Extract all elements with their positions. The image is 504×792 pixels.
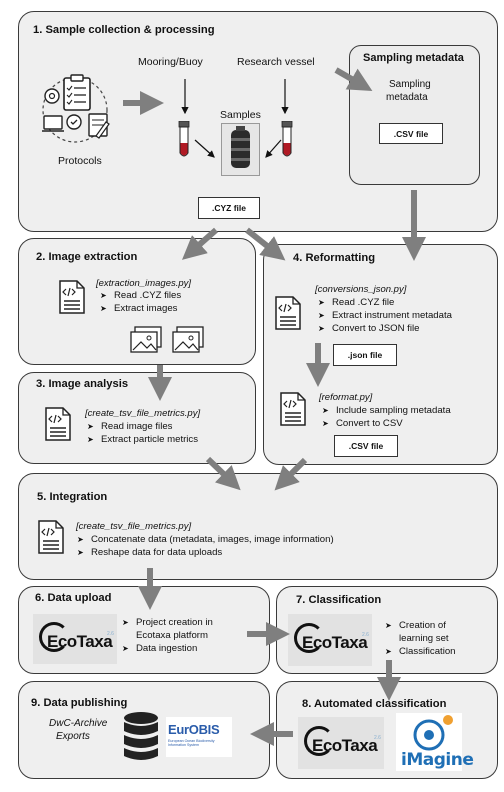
json-file-box: .json file [333,344,397,366]
flow-cytometer-icon [221,123,260,176]
sampling-metadata-text-1: Sampling [389,79,431,90]
analysis-bullet-2: ➤Extract particle metrics [87,434,199,445]
reformat-bullet-2: ➤Extract instrument metadata [318,310,452,321]
reformat-script-2-name: [reformat.py] [319,392,373,403]
code-file-icon [38,520,64,559]
protocols-icon [34,70,116,150]
database-icon [120,710,162,771]
reformat-script-1-name: [conversions_json.py] [315,284,407,295]
section-8-title: 8. Automated classification [302,698,447,710]
vessel-label: Research vessel [237,56,315,68]
integration-bullet-2: ➤Reshape data for data uploads [77,547,223,558]
extraction-script-name: [extraction_images.py] [96,278,192,289]
section-5-title: 5. Integration [37,491,108,503]
code-file-icon [280,392,306,431]
section-6-title: 6. Data upload [35,592,112,604]
reformat-csv-file-box: .CSV file [334,435,398,457]
mooring-label: Mooring/Buoy [138,56,203,68]
integration-script-name: [create_tsv_file_metrics.py] [76,521,192,532]
sample-tube-right-icon [281,120,293,164]
dwc-archive-label: DwC-Archive [49,718,108,729]
section-7-title: 7. Classification [296,594,382,606]
section-2-title: 2. Image extraction [36,251,138,263]
image-files-icon [130,326,206,361]
sampling-metadata-title: Sampling metadata [363,52,464,64]
upload-bullet-2: Ecotaxa platform [136,630,208,641]
sample-tube-left-icon [178,120,190,164]
section-9-title: 9. Data publishing [31,697,128,709]
reformat-bullet-1: ➤Read .CYZ file [318,297,395,308]
code-file-icon [45,407,71,446]
exports-label: Exports [56,731,90,742]
upload-bullet-3: ➤Data ingestion [122,643,198,654]
section-1-title: 1. Sample collection & processing [33,24,215,36]
code-file-icon [275,296,301,335]
ecotaxa-logo-automated: EcoTaxa 2.6 [298,717,384,769]
metadata-csv-file-box: .CSV file [379,123,443,144]
extraction-bullet-1: ➤Read .CYZ files [100,290,182,301]
reformat-bullet-5: ➤Convert to CSV [322,418,403,429]
cyz-file-box: .CYZ file [198,197,260,219]
samples-label: Samples [220,109,261,121]
section-sampling-metadata [349,45,480,185]
ecotaxa-logo-upload: EcoTaxa 2.6 [33,614,117,664]
ecotaxa-logo-classification: EcoTaxa 2.6 [288,614,372,666]
eurobis-logo: EurOBIS European Ocean Biodiversity Info… [166,717,232,757]
section-4-title: 4. Reformatting [293,252,376,264]
extraction-bullet-2: ➤Extract images [100,303,178,314]
section-integration [18,473,498,580]
section-3-title: 3. Image analysis [36,378,129,390]
imagine-logo: iMagine [396,713,474,771]
reformat-bullet-3: ➤Convert to JSON file [318,323,420,334]
analysis-bullet-1: ➤Read image files [87,421,173,432]
classification-bullet-3: ➤Classification [385,646,456,657]
upload-bullet-1: ➤Project creation in [122,617,213,628]
integration-bullet-1: ➤Concatenate data (metadata, images, ima… [77,534,334,545]
code-file-icon [59,280,85,319]
protocols-label: Protocols [58,155,102,167]
reformat-bullet-4: ➤Include sampling metadata [322,405,451,416]
sampling-metadata-text-2: metadata [386,92,428,103]
classification-bullet-1: ➤Creation of [385,620,446,631]
analysis-script-name: [create_tsv_file_metrics.py] [85,408,201,419]
classification-bullet-2: learning set [399,633,449,644]
